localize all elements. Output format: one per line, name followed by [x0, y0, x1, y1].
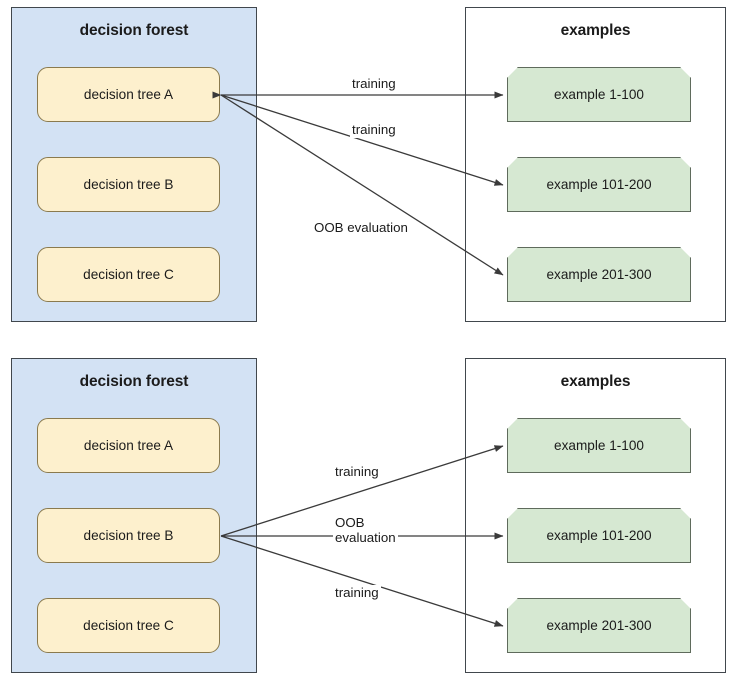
example-101-200-node-top[interactable]: example 101-200 — [507, 157, 691, 212]
edge-label-training-1-top: training — [350, 76, 398, 92]
example-1-100-node-bottom[interactable]: example 1-100 — [507, 418, 691, 473]
decision-tree-b-node-top[interactable]: decision tree B — [37, 157, 220, 212]
decision-tree-a-node-top[interactable]: decision tree A — [37, 67, 220, 122]
diagram-panel-bottom: decision forest decision tree A decision… — [0, 351, 737, 681]
edge-tree-a-to-example-101-200 — [220, 94, 504, 186]
example-101-200-node-bottom[interactable]: example 101-200 — [507, 508, 691, 563]
example-1-100-node-top[interactable]: example 1-100 — [507, 67, 691, 122]
example-101-200-label-bottom: example 101-200 — [546, 528, 652, 543]
decision-tree-c-label-bottom: decision tree C — [83, 618, 174, 633]
decision-forest-title-bottom: decision forest — [79, 373, 189, 390]
edge-label-oob-evaluation-top: OOB evaluation — [312, 220, 410, 236]
example-201-300-label-bottom: example 201-300 — [546, 618, 652, 633]
decision-tree-b-node-bottom[interactable]: decision tree B — [37, 508, 220, 563]
examples-title-bottom: examples — [560, 373, 631, 390]
example-201-300-node-top[interactable]: example 201-300 — [507, 247, 691, 302]
edge-label-training-1-bottom: training — [333, 464, 381, 480]
edge-label-oob-line1: OOB — [335, 515, 365, 530]
example-201-300-label-top: example 201-300 — [546, 267, 652, 282]
edge-label-training-2-top: training — [350, 122, 398, 138]
edge-label-oob-line2: evaluation — [335, 530, 396, 546]
edge-label-training-2-bottom: training — [333, 585, 381, 601]
decision-tree-a-label-bottom: decision tree A — [83, 438, 174, 453]
decision-tree-c-node-top[interactable]: decision tree C — [37, 247, 220, 302]
example-201-300-node-bottom[interactable]: example 201-300 — [507, 598, 691, 653]
example-101-200-label-top: example 101-200 — [546, 177, 652, 192]
edge-label-oob-evaluation-bottom: OOB evaluation — [333, 515, 398, 546]
decision-tree-c-label-top: decision tree C — [83, 267, 174, 282]
example-1-100-label-bottom: example 1-100 — [554, 438, 644, 453]
decision-tree-b-label-top: decision tree B — [83, 177, 174, 192]
edge-tree-b-to-example-201-300 — [220, 535, 504, 627]
examples-title-top: examples — [560, 22, 631, 39]
decision-forest-title-top: decision forest — [79, 22, 189, 39]
decision-tree-a-node-bottom[interactable]: decision tree A — [37, 418, 220, 473]
diagram-panel-top: decision forest decision tree A decision… — [0, 0, 737, 330]
decision-tree-b-label-bottom: decision tree B — [83, 528, 174, 543]
decision-tree-c-node-bottom[interactable]: decision tree C — [37, 598, 220, 653]
decision-tree-a-label-top: decision tree A — [83, 87, 174, 102]
example-1-100-label-top: example 1-100 — [554, 87, 644, 102]
